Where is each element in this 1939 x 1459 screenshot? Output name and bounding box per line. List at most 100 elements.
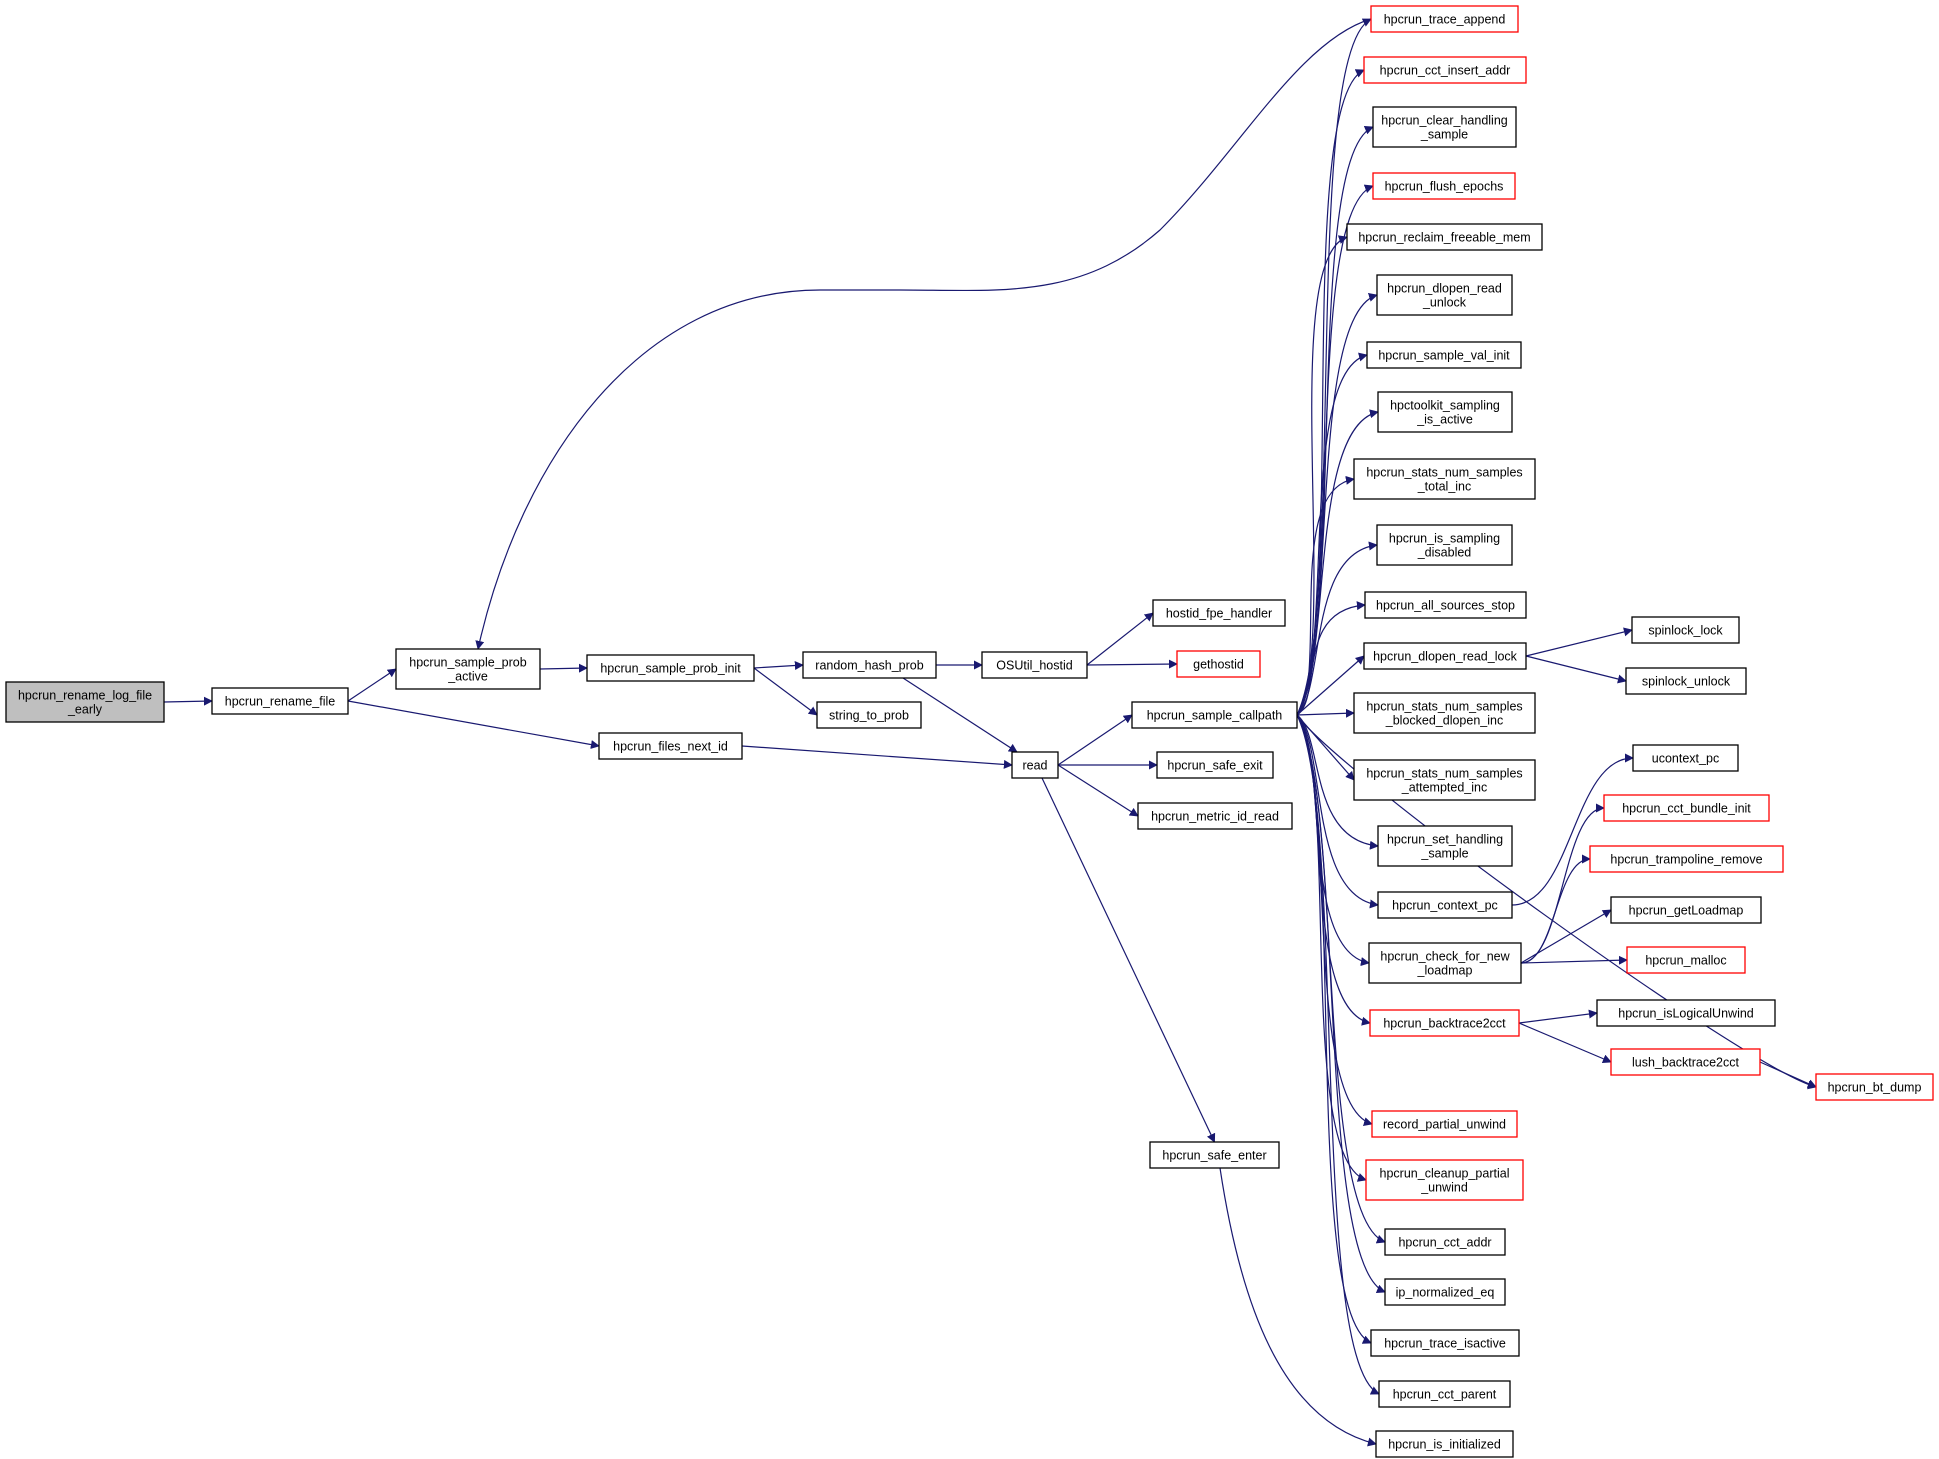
node-getloadmap[interactable]: hpcrun_getLoadmap <box>1610 896 1762 924</box>
edge-sample-callpath-to-bt-dump <box>1296 714 1817 1090</box>
node-label: read <box>1022 759 1047 773</box>
node-box <box>1377 891 1513 919</box>
node-label: _is_active <box>1416 413 1473 427</box>
node-cct-addr[interactable]: hpcrun_cct_addr <box>1384 1228 1506 1256</box>
node-reclaim-freeable-mem[interactable]: hpcrun_reclaim_freeable_mem <box>1346 223 1543 251</box>
node-box <box>1346 223 1543 251</box>
node-label: hostid_fpe_handler <box>1166 607 1272 621</box>
node-sample-prob-active[interactable]: hpcrun_sample_prob_active <box>395 648 541 690</box>
node-islogicalunwind[interactable]: hpcrun_isLogicalUnwind <box>1596 999 1776 1027</box>
node-ucontext-pc[interactable]: ucontext_pc <box>1632 744 1739 772</box>
node-stats-total-inc[interactable]: hpcrun_stats_num_samples_total_inc <box>1353 458 1536 500</box>
node-box <box>1156 751 1274 779</box>
node-context-pc[interactable]: hpcrun_context_pc <box>1377 891 1513 919</box>
node-label: hpcrun_trace_append <box>1384 13 1506 27</box>
node-label: hpcrun_malloc <box>1645 954 1726 968</box>
node-label: hpcrun_cct_parent <box>1393 1388 1497 1402</box>
edge-check-for-new-loadmap-to-cct-bundle-init <box>1520 803 1605 964</box>
node-lush-backtrace2cct[interactable]: lush_backtrace2cct <box>1610 1048 1761 1076</box>
node-files-next-id[interactable]: hpcrun_files_next_id <box>598 732 743 760</box>
node-spinlock-unlock[interactable]: spinlock_unlock <box>1625 667 1747 695</box>
node-osutil-hostid[interactable]: OSUtil_hostid <box>981 651 1088 679</box>
node-trace-isactive[interactable]: hpcrun_trace_isactive <box>1370 1329 1520 1357</box>
node-box <box>395 648 541 690</box>
node-trampoline-remove[interactable]: hpcrun_trampoline_remove <box>1589 845 1784 873</box>
node-gethostid[interactable]: gethostid <box>1176 650 1261 678</box>
node-box <box>1131 701 1298 729</box>
node-hostid-fpe-handler[interactable]: hostid_fpe_handler <box>1152 599 1286 627</box>
node-all-sources-stop[interactable]: hpcrun_all_sources_stop <box>1364 591 1527 619</box>
node-label: hpcrun_is_sampling <box>1389 532 1500 546</box>
edge-check-for-new-loadmap-to-getloadmap <box>1520 909 1612 964</box>
node-label: hpcrun_cct_bundle_init <box>1622 802 1751 816</box>
node-record-partial-unwind[interactable]: record_partial_unwind <box>1371 1110 1518 1138</box>
node-ip-normalized-eq[interactable]: ip_normalized_eq <box>1384 1278 1506 1306</box>
node-label: hpcrun_isLogicalUnwind <box>1618 1007 1754 1021</box>
node-box <box>1626 946 1746 974</box>
node-box <box>1372 172 1516 200</box>
node-dlopen-read-lock[interactable]: hpcrun_dlopen_read_lock <box>1363 642 1527 670</box>
node-spinlock-lock[interactable]: spinlock_lock <box>1631 616 1740 644</box>
node-box <box>1376 524 1513 566</box>
node-label: _sample <box>1420 128 1468 142</box>
node-root[interactable]: hpcrun_rename_log_file_early <box>5 681 165 723</box>
node-box <box>1384 1228 1506 1256</box>
node-sample-prob-init[interactable]: hpcrun_sample_prob_init <box>586 654 755 682</box>
node-set-handling-sample[interactable]: hpcrun_set_handling_sample <box>1377 825 1513 867</box>
node-cct-parent[interactable]: hpcrun_cct_parent <box>1378 1380 1511 1408</box>
node-box <box>1378 1380 1511 1408</box>
node-label: hpcrun_all_sources_stop <box>1376 599 1515 613</box>
node-box <box>1353 759 1536 801</box>
node-label: hpcrun_files_next_id <box>613 740 728 754</box>
node-label: gethostid <box>1193 658 1244 672</box>
edge-sample-callpath-to-trace-append <box>1296 18 1372 716</box>
node-metric-id-read[interactable]: hpcrun_metric_id_read <box>1137 802 1293 830</box>
node-random-hash-prob[interactable]: random_hash_prob <box>802 651 937 679</box>
node-string-to-prob[interactable]: string_to_prob <box>816 701 922 729</box>
node-label: hpctoolkit_sampling <box>1390 399 1500 413</box>
edge-sample-callpath-to-all-sources-stop <box>1296 601 1366 716</box>
edge-sample-callpath-to-sample-val-init <box>1296 352 1368 716</box>
node-cleanup-partial-unwind[interactable]: hpcrun_cleanup_partial_unwind <box>1365 1159 1524 1201</box>
node-cct-insert-addr[interactable]: hpcrun_cct_insert_addr <box>1363 56 1527 84</box>
node-malloc[interactable]: hpcrun_malloc <box>1626 946 1746 974</box>
node-box <box>1372 106 1517 148</box>
edge-osutil-hostid-to-hostid-fpe-handler <box>1086 612 1154 666</box>
edge-rename-file-to-sample-prob-active <box>347 668 397 702</box>
node-label: hpcrun_sample_val_init <box>1378 349 1510 363</box>
node-bt-dump[interactable]: hpcrun_bt_dump <box>1815 1073 1934 1101</box>
node-read[interactable]: read <box>1011 751 1059 779</box>
node-label: hpcrun_dlopen_read <box>1387 282 1502 296</box>
node-sample-val-init[interactable]: hpcrun_sample_val_init <box>1366 341 1522 369</box>
node-box <box>1589 845 1784 873</box>
node-label: hpcrun_getLoadmap <box>1629 904 1744 918</box>
node-box <box>816 701 922 729</box>
node-is-sampling-disabled[interactable]: hpcrun_is_sampling_disabled <box>1376 524 1513 566</box>
node-dlopen-read-unlock[interactable]: hpcrun_dlopen_read_unlock <box>1376 274 1513 316</box>
node-is-initialized[interactable]: hpcrun_is_initialized <box>1375 1430 1514 1458</box>
node-label: spinlock_unlock <box>1642 675 1731 689</box>
node-safe-enter[interactable]: hpcrun_safe_enter <box>1149 1141 1280 1169</box>
node-cct-bundle-init[interactable]: hpcrun_cct_bundle_init <box>1603 794 1770 822</box>
node-label: _early <box>67 703 103 717</box>
node-label: hpcrun_reclaim_freeable_mem <box>1358 231 1530 245</box>
node-label: hpcrun_safe_exit <box>1167 759 1263 773</box>
node-label: hpcrun_context_pc <box>1392 899 1498 913</box>
node-trace-append[interactable]: hpcrun_trace_append <box>1370 5 1519 33</box>
node-label: ip_normalized_eq <box>1396 1286 1495 1300</box>
node-box <box>1370 5 1519 33</box>
node-box <box>1363 56 1527 84</box>
node-clear-handling-sample[interactable]: hpcrun_clear_handling_sample <box>1372 106 1517 148</box>
node-stats-blocked-dlopen[interactable]: hpcrun_stats_num_samples_blocked_dlopen_… <box>1353 692 1536 734</box>
node-sampling-is-active[interactable]: hpctoolkit_sampling_is_active <box>1377 391 1513 433</box>
node-box <box>1149 1141 1280 1169</box>
node-check-for-new-loadmap[interactable]: hpcrun_check_for_new_loadmap <box>1368 942 1522 984</box>
edge-sample-callpath-to-flush-epochs <box>1296 184 1374 716</box>
node-safe-exit[interactable]: hpcrun_safe_exit <box>1156 751 1274 779</box>
node-rename-file[interactable]: hpcrun_rename_file <box>211 687 349 715</box>
node-box <box>1353 458 1536 500</box>
node-stats-attempted[interactable]: hpcrun_stats_num_samples_attempted_inc <box>1353 759 1536 801</box>
node-sample-callpath[interactable]: hpcrun_sample_callpath <box>1131 701 1298 729</box>
node-flush-epochs[interactable]: hpcrun_flush_epochs <box>1372 172 1516 200</box>
node-backtrace2cct[interactable]: hpcrun_backtrace2cct <box>1369 1009 1520 1037</box>
